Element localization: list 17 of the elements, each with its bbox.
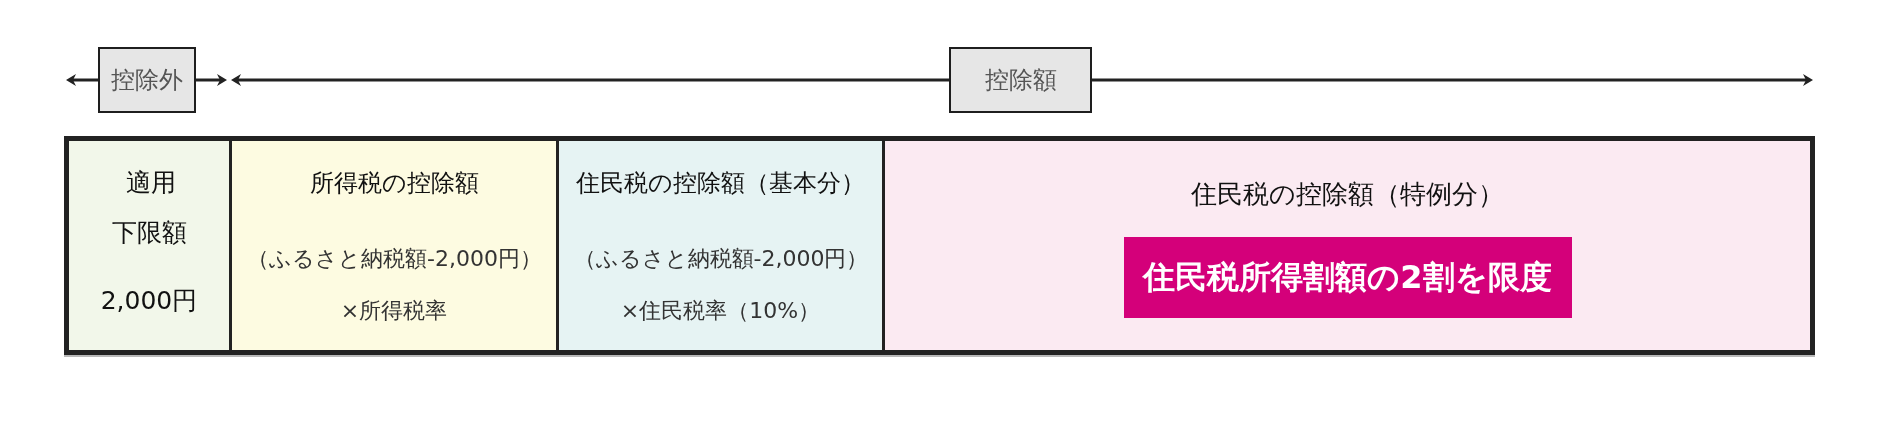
panel-heading: 所得税の控除額 — [309, 168, 479, 199]
highlight-banner — [1123, 237, 1572, 318]
panel-heading: 住民税の控除額（特例分） — [1191, 178, 1504, 211]
category-panel — [556, 136, 882, 355]
panel-heading: 住民税の控除額（基本分） — [576, 168, 865, 199]
dimension-label-text: 控除外 — [111, 65, 183, 96]
formula-text: （ふるさと納税額-2,000円）×住民税率（10%） — [573, 245, 868, 325]
dimension-label-text: 控除額 — [984, 65, 1057, 96]
banner-text: 住民税所得割額の2割を限度 — [1143, 257, 1552, 298]
category-panel — [229, 136, 556, 355]
dimension-label — [949, 47, 1092, 113]
formula-text: （ふるさと納税額-2,000円）×所得税率 — [247, 245, 541, 325]
panel-heading: 適用下限額 — [110, 167, 188, 249]
amount-text: 2,000円 — [100, 285, 198, 317]
category-panel — [882, 136, 1815, 355]
dimension-label — [98, 47, 196, 113]
category-panel — [64, 136, 229, 355]
